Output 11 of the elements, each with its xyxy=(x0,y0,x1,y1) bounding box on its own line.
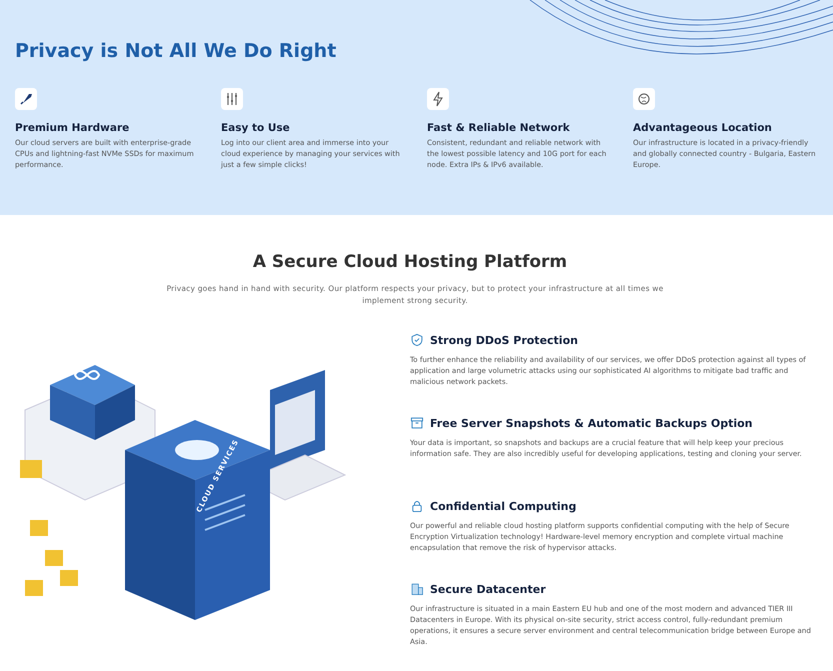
section-heading: Free Server Snapshots & Automatic Backups Option xyxy=(430,416,753,430)
feature-card xyxy=(633,88,818,170)
feature-heading: Advantageous Location xyxy=(633,122,773,134)
feature-heading: Premium Hardware xyxy=(15,122,130,134)
section-title: A Secure Cloud Hosting Platform xyxy=(252,252,568,272)
section-heading: Confidential Computing xyxy=(430,500,576,512)
section-heading: Strong DDoS Protection xyxy=(430,334,578,346)
page-title: Privacy is Not All We Do Right xyxy=(15,40,336,62)
section-heading: Secure Datacenter xyxy=(430,582,546,596)
feature-heading: Fast & Reliable Network xyxy=(427,122,571,134)
feature-heading: Easy to Use xyxy=(221,122,291,134)
